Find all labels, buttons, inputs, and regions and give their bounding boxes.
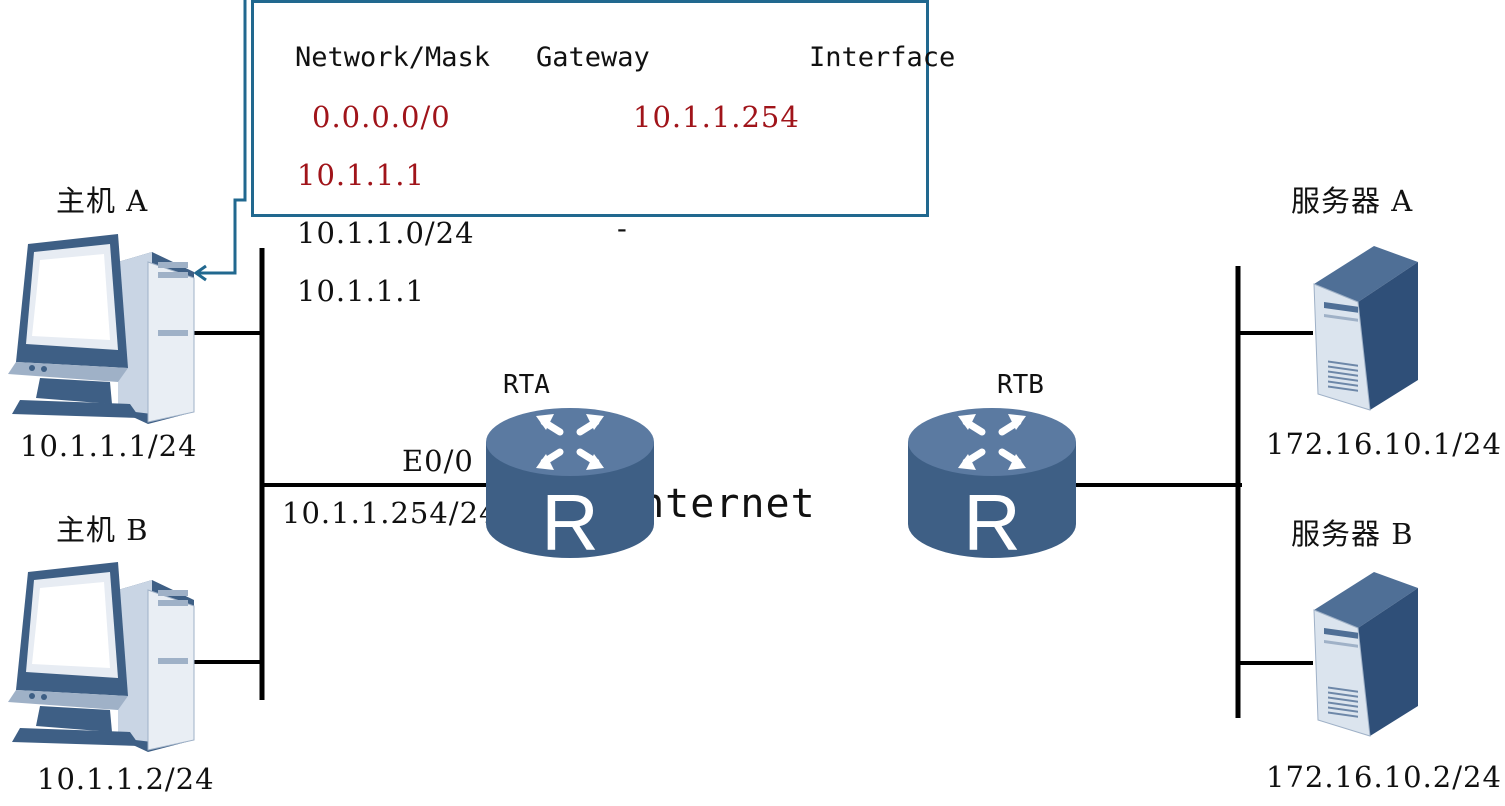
- header-network-mask: Network/Mask: [295, 42, 491, 73]
- router-icon: R: [908, 408, 1076, 562]
- row3-gateway: -: [617, 211, 628, 245]
- server-icon: [1313, 572, 1418, 737]
- host-a-ip: 10.1.1.1/24: [20, 429, 198, 463]
- router-icon: R: [486, 408, 654, 562]
- host-b-ip: 10.1.1.2/24: [37, 762, 215, 796]
- row3-network: 10.1.1.0/24: [297, 216, 475, 250]
- rtb-label: RTB: [997, 370, 1044, 400]
- pc-icon: [8, 234, 195, 424]
- server-a-label: 服务器 A: [1291, 184, 1414, 218]
- header-gateway: Gateway: [536, 42, 650, 73]
- callout-arrow-icon: [193, 0, 247, 282]
- rta-label: RTA: [503, 370, 550, 400]
- server-icon: [1313, 246, 1418, 411]
- row2-network: 10.1.1.1: [297, 158, 425, 192]
- rta-interface-ip: 10.1.1.254/24: [282, 496, 499, 530]
- row1-network: 0.0.0.0/0: [312, 100, 451, 134]
- host-a-label: 主机 A: [56, 184, 149, 218]
- row1-gateway: 10.1.1.254: [633, 100, 800, 134]
- host-b-label: 主机 B: [56, 513, 149, 547]
- rtb-glyph: R: [963, 478, 1021, 562]
- route-table-callout: [251, 0, 929, 217]
- rta-interface-label: E0/0: [402, 444, 474, 478]
- header-interface: Interface: [809, 42, 956, 73]
- server-a-ip: 172.16.10.1/24: [1266, 427, 1502, 461]
- server-b-ip: 172.16.10.2/24: [1266, 760, 1502, 794]
- row4-network: 10.1.1.1: [297, 274, 425, 308]
- pc-icon: [8, 562, 195, 752]
- rta-glyph: R: [541, 478, 599, 562]
- server-b-label: 服务器 B: [1291, 517, 1414, 551]
